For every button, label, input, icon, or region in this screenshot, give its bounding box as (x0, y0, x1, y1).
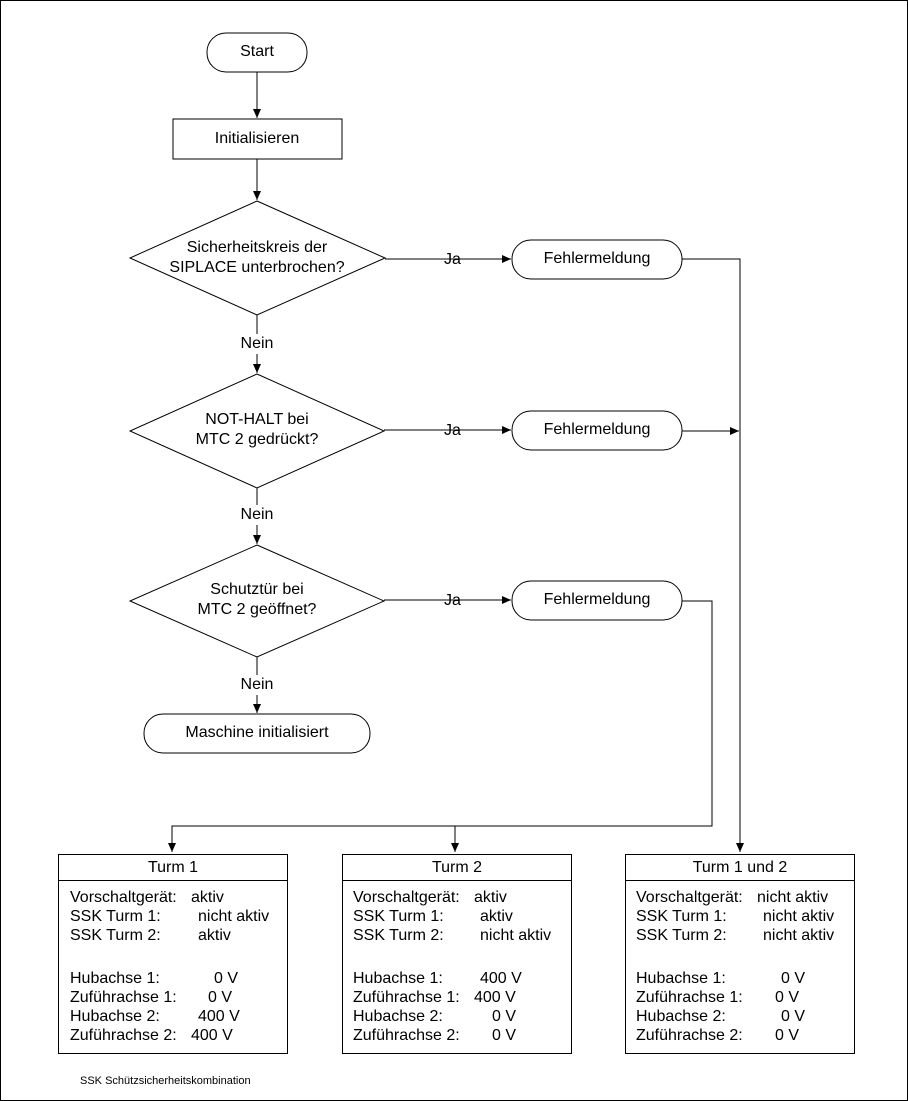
state-row-value: 0 V (492, 1027, 517, 1044)
state-row-value: nicht aktiv (763, 908, 835, 925)
state-row-value: aktiv (474, 889, 507, 906)
state-row-label: Zuführachse 2: (353, 1027, 460, 1044)
state-row-value: 400 V (480, 970, 522, 987)
route-error-3 (168, 600, 713, 852)
state-row-value: 400 V (191, 1027, 233, 1044)
decision-1-yes-label: Ja (444, 251, 461, 268)
end-terminal (143, 713, 371, 754)
state-row-value: 0 V (492, 1008, 517, 1025)
state-row-label: Vorschaltgerät: (70, 889, 177, 906)
state-row-label: Zuführachse 1: (70, 989, 177, 1006)
state-row-label: Vorschaltgerät: (636, 889, 743, 906)
route-error-1 (682, 258, 744, 852)
end-label: Maschine initialisiert (185, 724, 329, 741)
start-label: Start (240, 43, 274, 60)
decision-3-text: Schutztür bei MTC 2 geöffnet? (197, 581, 317, 618)
state-row-value: 0 V (775, 1027, 800, 1044)
state-row-label: SSK Turm 1: (70, 908, 161, 925)
state-row-value: aktiv (191, 889, 224, 906)
state-row-value: 0 V (214, 970, 239, 987)
state-row-value: nicht aktiv (763, 927, 835, 944)
state-box-turm-1: Turm 1 Vorschaltgerät: aktiv SSK Turm 1:… (58, 854, 288, 1054)
state-box-title: Turm 2 (343, 855, 571, 881)
state-row-label: Hubachse 1: (636, 970, 726, 987)
init-process (172, 118, 343, 160)
state-row-label: SSK Turm 2: (636, 927, 727, 944)
state-row-value: 0 V (775, 989, 800, 1006)
state-row-value: 400 V (198, 1008, 240, 1025)
state-row-value: 0 V (781, 970, 806, 987)
state-row-label: Vorschaltgerät: (353, 889, 460, 906)
decision-3-no-label: Nein (240, 676, 274, 693)
state-row-value: 0 V (781, 1008, 806, 1025)
error-1-label: Fehlermeldung (543, 250, 651, 267)
state-row-label: Zuführachse 2: (636, 1027, 743, 1044)
state-row-label: Zuführachse 2: (70, 1027, 177, 1044)
decision-1-text: Sicherheitskreis der SIPLACE unterbroche… (169, 239, 345, 276)
state-row-value: nicht aktiv (757, 889, 829, 906)
decision-2-text: NOT-HALT bei MTC 2 gedrückt? (195, 411, 319, 448)
state-row-label: SSK Turm 2: (70, 927, 161, 944)
decision-1-no-label: Nein (240, 335, 274, 352)
state-row-value: nicht aktiv (480, 927, 552, 944)
state-row-value: aktiv (198, 927, 231, 944)
state-row-label: SSK Turm 2: (353, 927, 444, 944)
state-row-label: SSK Turm 1: (636, 908, 727, 925)
state-row-label: Hubachse 2: (353, 1008, 443, 1025)
state-row-label: SSK Turm 1: (353, 908, 444, 925)
state-row-label: Hubachse 2: (70, 1008, 160, 1025)
footnote: SSK Schützsicherheitskombination (80, 1075, 251, 1087)
state-row-value: nicht aktiv (198, 908, 270, 925)
state-row-label: Zuführachse 1: (636, 989, 743, 1006)
state-box-turm-2: Turm 2 Vorschaltgerät: aktiv SSK Turm 1:… (342, 854, 572, 1054)
state-row-label: Hubachse 1: (353, 970, 443, 987)
decision-2-yes-label: Ja (444, 422, 461, 439)
error-2-label: Fehlermeldung (543, 421, 651, 438)
state-row-label: Hubachse 2: (636, 1008, 726, 1025)
state-row-value: 400 V (474, 989, 516, 1006)
state-box-title: Turm 1 und 2 (626, 855, 854, 881)
state-row-label: Hubachse 1: (70, 970, 160, 987)
state-row-value: 0 V (208, 989, 233, 1006)
state-row-label: Zuführachse 1: (353, 989, 460, 1006)
decision-2-no-label: Nein (240, 506, 274, 523)
state-box-turm-1-und-2: Turm 1 und 2 Vorschaltgerät: nicht aktiv… (625, 854, 855, 1054)
state-row-value: aktiv (480, 908, 513, 925)
init-label: Initialisieren (214, 130, 300, 147)
decision-3-yes-label: Ja (444, 592, 461, 609)
error-3-label: Fehlermeldung (543, 591, 651, 608)
state-box-title: Turm 1 (59, 855, 287, 881)
